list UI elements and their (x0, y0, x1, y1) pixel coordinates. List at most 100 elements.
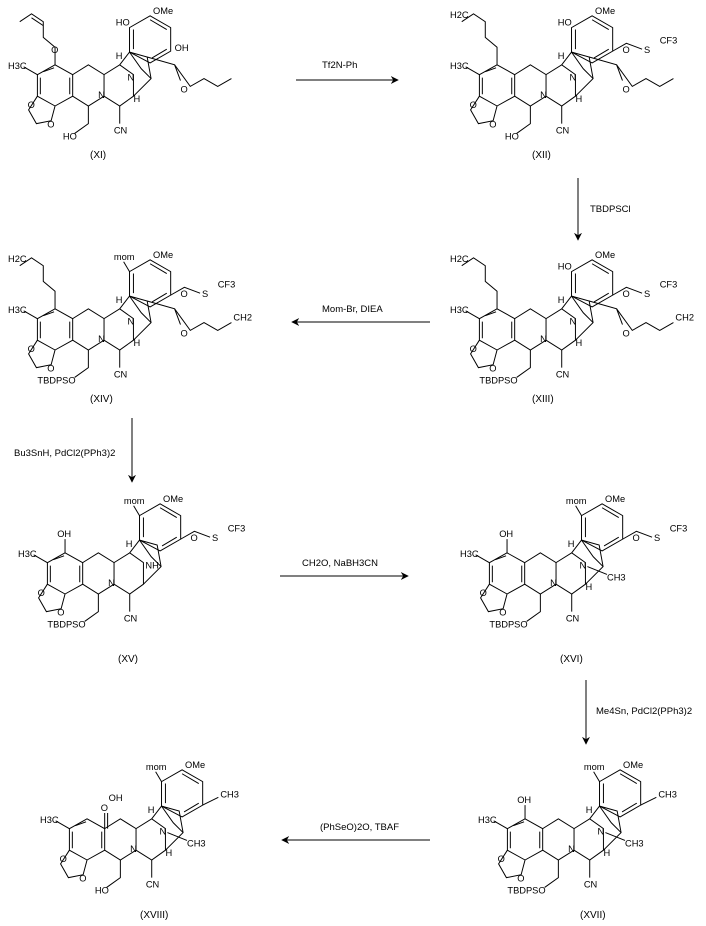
atom-n: N (570, 317, 577, 327)
group-oh: OH (175, 43, 189, 53)
compound-label-xvi: (XVI) (560, 654, 583, 665)
atom-n: N (580, 561, 587, 571)
group-h3c: H3C (8, 305, 27, 315)
atom-o: O (28, 100, 35, 110)
atom-o: O (180, 84, 187, 94)
atom-h: H (586, 805, 593, 815)
group-ome: OMe (153, 250, 173, 260)
reagent-r3: Mom-Br, DIEA (322, 304, 383, 315)
group-oh: OH (57, 529, 71, 539)
group-ch3: CH3 (658, 789, 677, 799)
atom-o: O (79, 874, 86, 884)
group-tbdpso: TBDPSO (37, 375, 75, 385)
group-cn: CN (584, 879, 597, 889)
atom-o: O (622, 84, 629, 94)
group-tbdpso: TBDPSO (479, 375, 517, 385)
group-oh: OH (109, 793, 123, 803)
atom-o: O (47, 364, 54, 374)
atom-o: O (632, 533, 639, 543)
atom-n: N (128, 73, 135, 83)
group-h3c: H3C (8, 61, 27, 71)
reagent-r4: Bu3SnH, PdCl2(PPh3)2 (14, 448, 115, 459)
group-ch3: CH3 (625, 838, 644, 848)
group-h2c: H2C (450, 10, 469, 20)
group-ch3: CH3 (607, 572, 626, 582)
group-oh: OH (517, 795, 531, 805)
atom-o: O (180, 289, 187, 299)
atom-h: H (133, 338, 140, 348)
group-h3c: H3C (18, 549, 37, 559)
group-cf3: CF3 (228, 523, 246, 533)
compound-label-xii: (XII) (532, 150, 551, 161)
atom-n: N (540, 90, 547, 100)
atom-s: S (644, 45, 650, 55)
group-cn: CN (556, 369, 569, 379)
atom-o: O (489, 364, 496, 374)
atom-h: H (133, 94, 140, 104)
group-ome: OMe (185, 760, 205, 770)
group-h3c: H3C (450, 305, 469, 315)
atom-s: S (202, 289, 208, 299)
atom-h: H (558, 51, 565, 61)
atom-o: O (480, 588, 487, 598)
group-ome: OMe (163, 494, 183, 504)
compound-label-xv: (XV) (118, 654, 138, 665)
reagent-r6: Me4Sn, PdCl2(PPh3)2 (596, 706, 692, 717)
atom-h: H (585, 582, 592, 592)
group-ho: HO (116, 18, 130, 28)
reagent-r5: CH2O, NaBH3CN (302, 558, 378, 569)
atom-o: O (57, 608, 64, 618)
compound-xviii: mom OMe CH3 OH O H N CH3 N O O CN HO H3C… (40, 760, 239, 895)
atom-n: N (160, 827, 167, 837)
group-h3c: H3C (450, 61, 469, 71)
group-cn: CN (114, 125, 127, 135)
compound-xiv: mom OMe O S CF3 H2C H H N N O O O CN TBD… (8, 250, 252, 385)
compound-xiii: OMe HO O S CF3 H2C H H N N O O O CN TBDP… (450, 250, 694, 385)
group-ome: OMe (153, 6, 173, 16)
atom-o: O (60, 854, 67, 864)
atom-o: O (47, 120, 54, 130)
group-cn: CN (146, 879, 159, 889)
atom-o: O (101, 803, 108, 813)
atom-o: O (38, 588, 45, 598)
atom-o: O (622, 328, 629, 338)
atom-n: N (540, 334, 547, 344)
atom-n: N (598, 827, 605, 837)
atom-h: H (116, 51, 123, 61)
atom-h: H (148, 805, 155, 815)
group-ho: HO (505, 131, 519, 141)
atom-h: H (165, 848, 172, 858)
group-ch3: CH3 (187, 838, 206, 848)
group-nh: NH (145, 561, 158, 571)
atom-n: N (130, 844, 137, 854)
group-mom: mom (584, 762, 605, 772)
group-oh: OH (499, 529, 513, 539)
atom-n: N (570, 73, 577, 83)
reagent-r1: Tf2N-Ph (322, 60, 357, 71)
group-cn: CN (114, 369, 127, 379)
atom-o: O (489, 120, 496, 130)
group-h2c: H2C (8, 254, 27, 264)
group-ho: HO (558, 262, 572, 272)
compound-xvii: mom OMe CH3 OH H N CH3 N O O CN TBDPSO H… (478, 760, 677, 895)
atom-h: H (603, 848, 610, 858)
group-cf3: CF3 (660, 279, 678, 289)
atom-s: S (644, 289, 650, 299)
compound-xi: OMe HO OH H H N N O O O O CN HO H3C (8, 6, 232, 141)
atom-h: H (568, 539, 575, 549)
atom-o: O (517, 874, 524, 884)
group-ho: HO (558, 18, 572, 28)
atom-o: O (622, 45, 629, 55)
group-mom: mom (114, 252, 135, 262)
atom-h: H (558, 295, 565, 305)
atom-n: N (108, 578, 115, 588)
atom-h: H (116, 295, 123, 305)
compound-xii: OMe HO O S CF3 H2C H H N N O O O CN HO H… (450, 6, 677, 141)
group-ch2: CH2 (675, 313, 694, 323)
group-h3c: H3C (460, 549, 479, 559)
compound-label-xviii: (XVIII) (140, 910, 168, 921)
group-ch3: CH3 (220, 789, 239, 799)
group-ch2: CH2 (233, 313, 252, 323)
atom-h: H (575, 94, 582, 104)
